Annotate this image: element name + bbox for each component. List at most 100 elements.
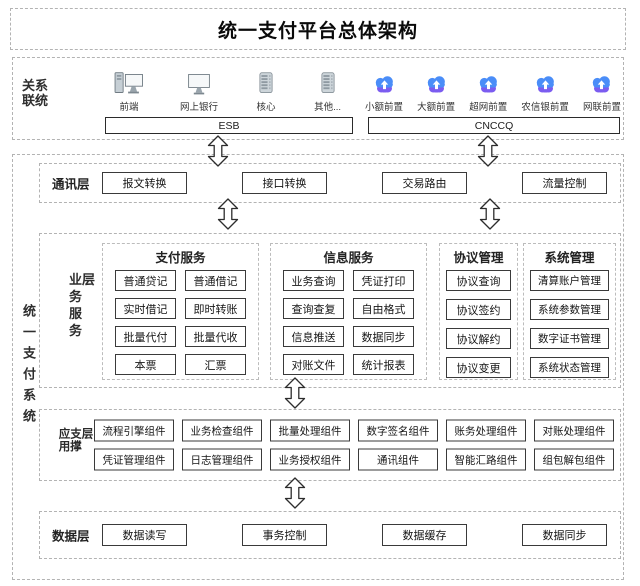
cloud-dae: 大额前置: [417, 73, 455, 113]
client-frontend: 前端: [113, 70, 145, 113]
application-support-layer-label: 应用支撑层: [57, 427, 93, 453]
protocol-management-grid: 协议查询 协议签约 协议解约 协议变更: [440, 269, 517, 379]
client-core: 核心: [253, 70, 279, 113]
cloud-upload-icon: [536, 76, 554, 93]
payment-service-group: 支付服务 普通贷记 普通借记 实时借记 即时转账 批量代付 批量代收 本票 汇票: [102, 243, 259, 380]
app-node-3: 数字签名组件: [358, 419, 438, 442]
app-node-5: 对账处理组件: [534, 419, 614, 442]
comm-node-message-convert: 报文转换: [102, 172, 187, 194]
sysm-node-2: 数字证书管理: [530, 328, 609, 349]
application-support-layer: 应用支撑层 流程引擎组件 业务检查组件 批量处理组件 数字签名组件 账务处理组件…: [39, 409, 621, 481]
communication-layer-row: 报文转换 接口转换 交易路由 流量控制: [102, 172, 607, 194]
pay-node-0: 普通贷记: [115, 270, 176, 291]
data-layer-row: 数据读写 事务控制 数据缓存 数据同步: [102, 524, 607, 546]
information-service-group: 信息服务 业务查询 凭证打印 查询查复 自由格式 信息推送 数据同步 对账文件 …: [270, 243, 427, 380]
data-node-cache: 数据缓存: [382, 524, 467, 546]
cloud-upload-icon: [375, 76, 393, 93]
cloud-label: 农信银前置: [521, 102, 569, 113]
app-node-7: 日志管理组件: [182, 448, 262, 471]
cloud-xiaoe: 小额前置: [365, 73, 403, 113]
pay-node-7: 汇票: [185, 354, 246, 375]
cloud-upload-icon: [593, 76, 611, 93]
app-node-4: 账务处理组件: [446, 419, 526, 442]
cncc-label: CNCCQ: [474, 119, 514, 132]
cncc-bus: CNCCQ: [368, 117, 620, 134]
esb-label: ESB: [218, 119, 240, 132]
double-arrow-icon: [477, 135, 499, 167]
info-node-7: 统计报表: [353, 354, 414, 375]
front-systems-row: 小额前置 大额前置: [365, 66, 621, 113]
system-management-group: 系统管理 清算账户管理 系统参数管理 数字证书管理 系统状态管理: [523, 243, 616, 380]
double-arrow-icon: [217, 198, 239, 230]
info-node-3: 自由格式: [353, 298, 414, 319]
communication-layer: 通讯层 报文转换 接口转换 交易路由 流量控制: [39, 163, 621, 203]
pay-node-1: 普通借记: [185, 270, 246, 291]
associated-systems-panel: 关联系统 前端 网上银行: [12, 57, 624, 140]
proto-node-3: 协议变更: [446, 357, 511, 378]
pay-node-6: 本票: [115, 354, 176, 375]
information-service-grid: 业务查询 凭证打印 查询查复 自由格式 信息推送 数据同步 对账文件 统计报表: [271, 269, 426, 376]
communication-layer-label: 通讯层: [52, 177, 90, 192]
client-label: 前端: [119, 102, 139, 113]
data-node-transaction: 事务控制: [242, 524, 327, 546]
desktop-icon: [114, 72, 143, 94]
client-online-banking: 网上银行: [180, 71, 218, 113]
data-layer-label: 数据层: [52, 529, 90, 544]
app-node-0: 流程引擎组件: [94, 419, 174, 442]
group-title: 信息服务: [323, 251, 374, 265]
esb-bus: ESB: [105, 117, 353, 134]
info-node-2: 查询查复: [283, 298, 344, 319]
double-arrow-icon: [207, 135, 229, 167]
info-node-1: 凭证打印: [353, 270, 414, 291]
client-other: 其他...: [314, 70, 341, 113]
cloud-wanglian: 网联前置: [583, 73, 621, 113]
comm-node-interface-convert: 接口转换: [242, 172, 327, 194]
group-title: 系统管理: [544, 251, 595, 265]
pay-node-4: 批量代付: [115, 326, 176, 347]
cloud-upload-icon: [479, 76, 497, 93]
proto-node-0: 协议查询: [446, 270, 511, 291]
monitor-icon: [188, 74, 210, 95]
data-node-sync: 数据同步: [522, 524, 607, 546]
info-node-6: 对账文件: [283, 354, 344, 375]
group-title: 支付服务: [155, 251, 206, 265]
pay-node-3: 即时转账: [185, 298, 246, 319]
payment-service-grid: 普通贷记 普通借记 实时借记 即时转账 批量代付 批量代收 本票 汇票: [103, 269, 258, 376]
comm-node-transaction-route: 交易路由: [382, 172, 467, 194]
server-icon: [321, 72, 335, 94]
server-icon: [259, 72, 273, 94]
title-box: 统一支付平台总体架构: [10, 8, 626, 50]
sysm-node-3: 系统状态管理: [530, 357, 609, 378]
double-arrow-icon: [284, 477, 306, 509]
application-component-grid: 流程引擎组件 业务检查组件 批量处理组件 数字签名组件 账务处理组件 对账处理组…: [94, 419, 614, 471]
pay-node-5: 批量代收: [185, 326, 246, 347]
pay-node-2: 实时借记: [115, 298, 176, 319]
business-service-layer: 业务服务层 支付服务 普通贷记 普通借记 实时借记 即时转账 批量代付 批量代收…: [39, 233, 621, 388]
double-arrow-icon: [284, 377, 306, 409]
unified-payment-system-panel: 统一支付系统 通讯层 报文转换 接口转换 交易路由 流量控制 业务服务层 支付服…: [12, 154, 624, 580]
sysm-node-1: 系统参数管理: [530, 299, 609, 320]
data-layer: 数据层 数据读写 事务控制 数据缓存 数据同步: [39, 511, 621, 559]
unified-payment-system-label: 统一支付系统: [21, 304, 36, 430]
protocol-management-group: 协议管理 协议查询 协议签约 协议解约 协议变更: [439, 243, 518, 380]
cloud-label: 超网前置: [469, 102, 508, 113]
cloud-label: 大额前置: [417, 102, 456, 113]
app-node-8: 业务授权组件: [270, 448, 350, 471]
cloud-chaowang: 超网前置: [469, 73, 507, 113]
app-node-6: 凭证管理组件: [94, 448, 174, 471]
cloud-label: 小额前置: [365, 102, 404, 113]
sysm-node-0: 清算账户管理: [530, 270, 609, 291]
app-node-11: 组包解包组件: [534, 448, 614, 471]
proto-node-2: 协议解约: [446, 328, 511, 349]
double-arrow-icon: [479, 198, 501, 230]
info-node-5: 数据同步: [353, 326, 414, 347]
associated-systems-label: 关联系统: [20, 78, 48, 109]
info-node-4: 信息推送: [283, 326, 344, 347]
app-node-10: 智能汇路组件: [446, 448, 526, 471]
cloud-upload-icon: [427, 76, 445, 93]
business-service-layer-label: 业务服务层: [67, 272, 95, 341]
client-systems-row: 前端 网上银行 核心: [113, 66, 341, 113]
info-node-0: 业务查询: [283, 270, 344, 291]
cloud-nongxinyin: 农信银前置: [521, 73, 569, 113]
